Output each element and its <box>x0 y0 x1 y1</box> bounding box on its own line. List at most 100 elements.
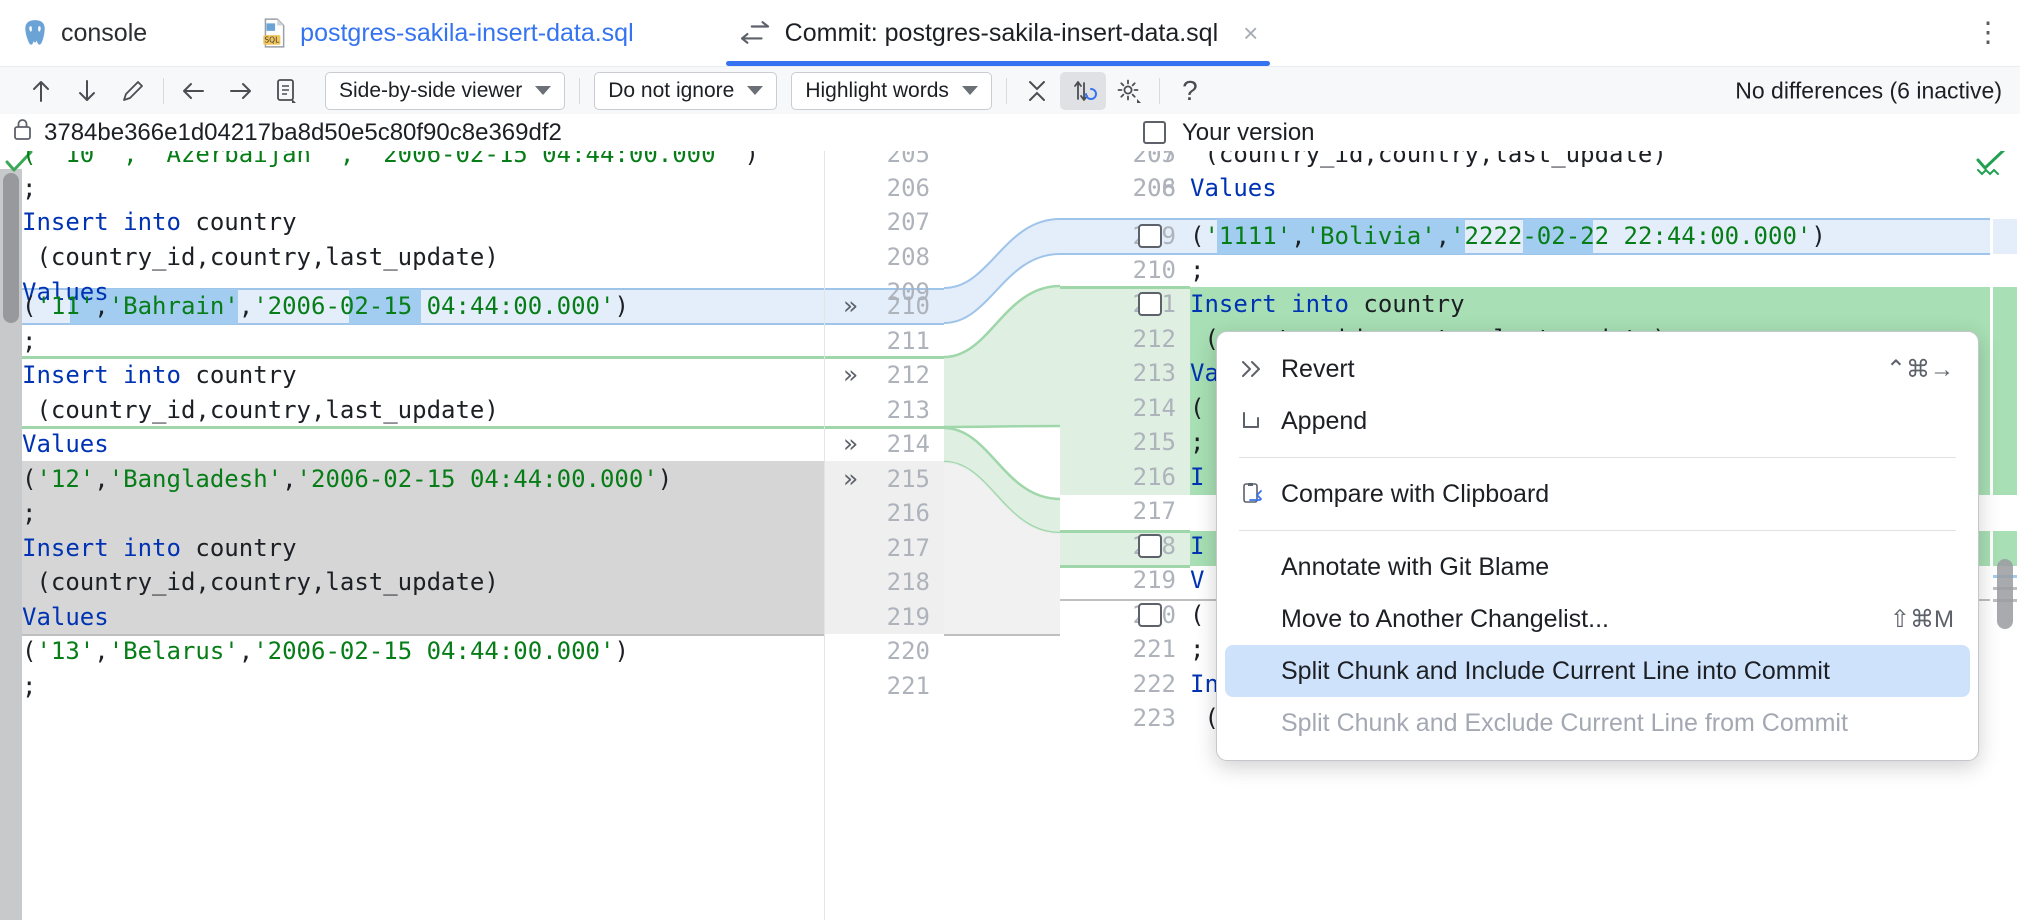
line-number: 205 <box>1132 151 1176 168</box>
code-line: I <box>1190 463 1205 491</box>
edit-pencil-icon[interactable] <box>110 72 156 110</box>
highlight-mode-label: Highlight words <box>805 78 949 102</box>
menu-item-shortcut: ⌃⌘→ <box>1885 355 1954 383</box>
right-scrollbar-thumb[interactable] <box>1997 559 2013 629</box>
commit-diff-icon <box>738 20 772 46</box>
scrollbar-marker-modified <box>1993 219 2017 254</box>
left-scrollbar-track[interactable] <box>0 169 22 920</box>
menu-item-label: Compare with Clipboard <box>1281 479 1550 508</box>
revision-hash: 3784be366e1d04217ba8d50e5c80f90c8e369df2 <box>44 118 562 146</box>
menu-item-move-to-another-changelist[interactable]: Move to Another Changelist... ⇧⌘M <box>1217 593 1978 645</box>
line-number: 212 <box>886 361 930 389</box>
revert-chevrons-icon[interactable]: » <box>843 291 859 320</box>
line-number: 216 <box>1132 463 1176 491</box>
line-number: 213 <box>886 396 930 424</box>
menu-item-annotate-with-git-blame[interactable]: Annotate with Git Blame <box>1217 541 1978 593</box>
diff-splitter <box>944 151 1060 920</box>
menu-item-append[interactable]: Append <box>1217 395 1978 447</box>
revert-chevrons-icon <box>1239 357 1281 381</box>
right-revision-header: Your version <box>1143 114 1315 151</box>
revert-chevrons-icon[interactable]: » <box>843 360 859 389</box>
line-number: 214 <box>886 430 930 458</box>
toolbar-separator <box>579 77 581 104</box>
code-line: Insert into country <box>22 361 297 389</box>
line-number: 206 <box>886 174 930 202</box>
close-icon[interactable]: × <box>1243 18 1259 48</box>
code-line: (country_id,country,last_update) <box>22 396 499 424</box>
right-inspection-ok-icon <box>1974 151 2010 182</box>
left-scrollbar-thumb[interactable] <box>3 173 19 323</box>
line-number: 218 <box>886 568 930 596</box>
left-code-pane[interactable]: ( '10' , 'Azerbaijan' , '2006-02-15 04:4… <box>22 151 824 920</box>
diff-header-row: 3784be366e1d04217ba8d50e5c80f90c8e369df2… <box>0 114 2020 151</box>
menu-item-label: Split Chunk and Include Current Line int… <box>1281 656 1830 685</box>
diff-viewer: ( '10' , 'Azerbaijan' , '2006-02-15 04:4… <box>0 151 2020 920</box>
chevron-down-icon <box>747 86 764 95</box>
collapse-unchanged-button[interactable] <box>1014 72 1060 110</box>
code-line: ; <box>22 499 37 527</box>
code-line: (country_id,country,last_update) <box>22 243 499 271</box>
previous-difference-button[interactable] <box>18 72 64 110</box>
navigate-forward-button[interactable] <box>217 72 263 110</box>
line-number: 216 <box>886 499 930 527</box>
menu-item-label: Move to Another Changelist... <box>1281 604 1609 633</box>
menu-item-split-chunk-include[interactable]: Split Chunk and Include Current Line int… <box>1225 645 1970 697</box>
line-number: 208 <box>1132 174 1176 202</box>
tab-sql-file[interactable]: SQL postgres-sakila-insert-data.sql <box>239 0 655 66</box>
next-difference-button[interactable] <box>64 72 110 110</box>
append-icon <box>1239 409 1281 433</box>
code-line: ('11','Bahrain','2006-02-15 04:44:00.000… <box>22 292 629 320</box>
whitespace-dropdown[interactable]: Do not ignore <box>594 71 778 110</box>
line-include-checkbox[interactable] <box>1138 224 1162 248</box>
scrollbar-marker-added <box>1993 287 2017 495</box>
menu-item-shortcut: ⇧⌘M <box>1889 605 1954 633</box>
tab-console[interactable]: console <box>0 0 169 66</box>
code-line: Va <box>1190 359 1219 387</box>
revert-chevrons-icon[interactable]: » <box>843 464 859 493</box>
code-line: ; <box>22 327 37 355</box>
line-number: 209 <box>886 278 930 306</box>
menu-item-revert[interactable]: Revert ⌃⌘→ <box>1217 343 1978 395</box>
line-include-checkbox[interactable] <box>1138 534 1162 558</box>
toolbar-separator <box>1005 77 1007 104</box>
open-in-editor-icon[interactable] <box>263 72 309 110</box>
left-revision-header: 3784be366e1d04217ba8d50e5c80f90c8e369df2 <box>12 114 562 151</box>
menu-item-label: Split Chunk and Exclude Current Line fro… <box>1281 708 1848 737</box>
line-include-checkbox[interactable] <box>1138 292 1162 316</box>
viewer-mode-dropdown[interactable]: Side-by-side viewer <box>325 71 566 110</box>
code-line: Insert into country <box>22 534 297 562</box>
tab-commit-diff[interactable]: Commit: postgres-sakila-insert-data.sql … <box>716 0 1281 66</box>
line-number: 221 <box>886 672 930 700</box>
line-number: 219 <box>1132 566 1176 594</box>
menu-item-label: Revert <box>1281 354 1355 383</box>
whitespace-label: Do not ignore <box>608 78 735 102</box>
code-line: V <box>1190 566 1205 594</box>
include-all-checkbox[interactable] <box>1143 121 1166 144</box>
menu-item-compare-with-clipboard[interactable]: Compare with Clipboard <box>1217 468 1978 520</box>
line-include-checkbox[interactable] <box>1138 603 1162 627</box>
code-line: Values <box>1190 174 1277 202</box>
revert-chevrons-icon[interactable]: » <box>843 429 859 458</box>
more-options-icon[interactable]: ⋮ <box>1974 16 2002 48</box>
right-line-number-gutter: 205 206 207 208 209 210 211 212 213 214 … <box>1060 151 1190 920</box>
toolbar-separator <box>1158 77 1160 104</box>
gear-icon[interactable] <box>1106 72 1152 110</box>
help-button[interactable]: ? <box>1167 72 1213 110</box>
code-line: ; <box>1190 635 1205 663</box>
line-number: 206 <box>1132 174 1176 202</box>
line-number: 210 <box>1132 256 1176 284</box>
synchronize-scrolling-button[interactable] <box>1059 71 1106 110</box>
highlight-mode-dropdown[interactable]: Highlight words <box>791 71 992 110</box>
navigate-back-button[interactable] <box>171 72 217 110</box>
code-line: Values <box>22 603 109 631</box>
clipboard-compare-icon <box>1239 481 1281 507</box>
line-number: 222 <box>1132 670 1176 698</box>
tab-label: Commit: postgres-sakila-insert-data.sql <box>784 18 1219 47</box>
line-number: 219 <box>886 603 930 631</box>
line-number: 208 <box>886 243 930 271</box>
code-line: I <box>1190 532 1205 560</box>
code-line: ; <box>22 174 37 202</box>
lock-icon <box>12 117 33 149</box>
line-number: 217 <box>1132 497 1176 525</box>
code-line: ; <box>1190 428 1205 456</box>
